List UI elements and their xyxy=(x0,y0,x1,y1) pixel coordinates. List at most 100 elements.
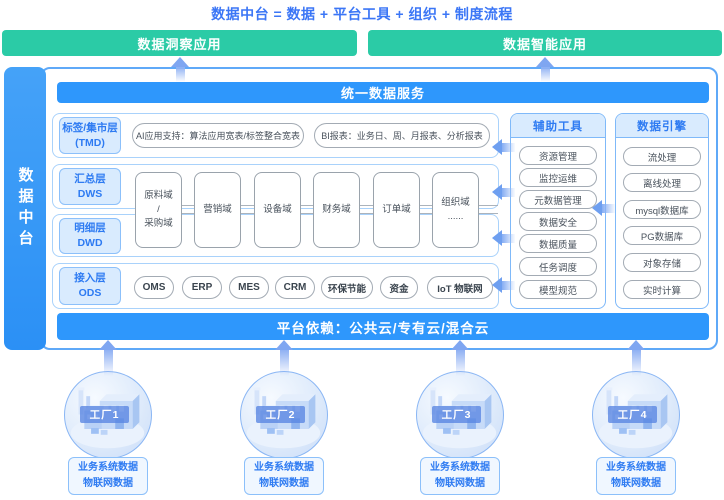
sidebar-data-middle-platform: 数据中台 xyxy=(4,67,46,350)
arrow-tail xyxy=(602,203,615,213)
pill-oms: OMS xyxy=(134,276,174,299)
engine-pill-object-storage: 对象存储 xyxy=(623,253,701,272)
domain-connector-line xyxy=(301,205,314,206)
arrow-up-icon xyxy=(273,340,295,376)
pill-iot: IoT 物联网 xyxy=(427,276,493,299)
arrow-tail xyxy=(502,233,515,243)
arrow-head xyxy=(592,200,602,216)
aux-pill-metadata-mgmt: 元数据管理 xyxy=(519,190,597,209)
arrow-left-icon xyxy=(492,230,515,246)
caption-line: 物联网数据 xyxy=(435,478,485,489)
domain-connector-line xyxy=(360,213,374,214)
domain-box-marketing: 营销域 xyxy=(194,172,241,248)
platform-container: 统一数据服务 标签/集市层 (TMD) AI应用支持：算法应用宽表/标签整合宽表… xyxy=(40,67,718,350)
arrow-head xyxy=(451,340,469,350)
arrow-up-icon xyxy=(449,340,471,376)
banner-data-intelligence-app: 数据智能应用 xyxy=(368,30,722,56)
domain-line: / xyxy=(157,204,160,216)
domain-box-organization: 组织域 ...... xyxy=(432,172,479,248)
aux-pill-resource-mgmt: 资源管理 xyxy=(519,146,597,165)
layer-label-line: (TMD) xyxy=(75,136,105,149)
domain-connector-line xyxy=(479,205,498,206)
arrow-left-icon xyxy=(492,139,515,155)
arrow-head xyxy=(627,340,645,350)
domain-connector-line xyxy=(182,205,195,206)
layer-label-line: 汇总层 xyxy=(74,172,106,185)
layer-label-line: DWS xyxy=(77,187,103,200)
arrow-head xyxy=(492,139,502,155)
data-engine-panel: 数据引擎 流处理 离线处理 mysql数据库 PG数据库 对象存储 实时计算 xyxy=(615,113,709,309)
engine-pill-mysql-db: mysql数据库 xyxy=(623,200,701,219)
arrow-head xyxy=(492,230,502,246)
layer-label-line: 标签/集市层 xyxy=(62,121,118,134)
domain-line: 财务域 xyxy=(322,204,351,216)
unified-data-service-bar: 统一数据服务 xyxy=(57,82,709,103)
factory-label: 工厂1 xyxy=(79,406,130,423)
aux-pill-data-security: 数据安全 xyxy=(519,212,597,231)
domain-connector-line xyxy=(182,213,195,214)
pill-crm: CRM xyxy=(275,276,315,299)
caption-line: 业务系统数据 xyxy=(78,462,138,473)
pill-mes: MES xyxy=(229,276,269,299)
pill-ai-application-support: AI应用支持：算法应用宽表/标签整合宽表 xyxy=(132,123,304,148)
factory-caption-1: 业务系统数据 物联网数据 xyxy=(68,457,148,495)
pill-environmental-energy: 环保节能 xyxy=(321,276,373,299)
data-engine-header: 数据引擎 xyxy=(616,114,708,138)
domain-box-raw-material: 原料域 / 采购域 xyxy=(135,172,182,248)
arrow-left-icon xyxy=(492,184,515,200)
caption-line: 业务系统数据 xyxy=(430,462,490,473)
arrow-left-icon xyxy=(592,200,615,216)
arrow-tail xyxy=(279,350,289,376)
domain-line: 原料域 xyxy=(144,190,173,202)
banner-data-insight-app: 数据洞察应用 xyxy=(2,30,357,56)
domain-line: 营销域 xyxy=(203,204,232,216)
domain-connector-line xyxy=(420,213,433,214)
arrow-tail xyxy=(502,187,515,197)
caption-line: 物联网数据 xyxy=(83,478,133,489)
arrow-up-icon xyxy=(534,57,556,82)
domain-connector-line xyxy=(241,205,255,206)
engine-pill-realtime-compute: 实时计算 xyxy=(623,280,701,299)
domain-line: 采购域 xyxy=(144,217,173,229)
layer-label-line: DWD xyxy=(77,237,103,249)
domain-line: 订单域 xyxy=(382,204,411,216)
factory-caption-2: 业务系统数据 物联网数据 xyxy=(244,457,324,495)
platform-dependency-bar: 平台依赖：公共云/专有云/混合云 xyxy=(57,313,709,340)
domain-box-order: 订单域 xyxy=(373,172,420,248)
domain-connector-line xyxy=(241,213,255,214)
domain-box-equipment: 设备域 xyxy=(254,172,301,248)
page-title: 数据中台 = 数据 + 平台工具 + 组织 + 制度流程 xyxy=(211,6,513,22)
engine-pill-pg-db: PG数据库 xyxy=(623,226,701,245)
caption-line: 业务系统数据 xyxy=(254,462,314,473)
arrow-head xyxy=(99,340,117,350)
engine-pill-offline-processing: 离线处理 xyxy=(623,173,701,192)
aux-pill-monitoring-ops: 监控运维 xyxy=(519,168,597,187)
domain-line: 组织域 xyxy=(441,197,470,209)
caption-line: 物联网数据 xyxy=(611,478,661,489)
layer-label-line: 明细层 xyxy=(74,222,106,235)
factory-label: 工厂3 xyxy=(431,406,482,423)
layer-label-ods: 接入层 ODS xyxy=(59,267,121,305)
arrow-tail xyxy=(103,350,113,376)
arrow-up-icon xyxy=(625,340,647,376)
domain-connector-line xyxy=(420,205,433,206)
aux-pill-model-spec: 模型规范 xyxy=(519,280,597,299)
pill-bi-report: BI报表：业务日、周、月报表、分析报表 xyxy=(314,123,490,148)
arrow-tail xyxy=(455,350,465,376)
domain-line: 设备域 xyxy=(263,204,292,216)
domain-connector-line xyxy=(360,205,374,206)
caption-line: 业务系统数据 xyxy=(606,462,666,473)
domain-connector-line xyxy=(479,213,498,214)
arrow-tail xyxy=(502,280,515,290)
domain-line: ...... xyxy=(447,211,464,222)
layer-label-line: ODS xyxy=(78,287,102,299)
layer-label-dwd: 明细层 DWD xyxy=(59,218,121,254)
factory-circle-1: 工厂1 xyxy=(64,371,152,459)
engine-pill-stream-processing: 流处理 xyxy=(623,147,701,166)
arrow-tail xyxy=(540,67,550,82)
aux-pill-data-quality: 数据质量 xyxy=(519,234,597,253)
arrow-head xyxy=(492,184,502,200)
domain-connector-line xyxy=(301,213,314,214)
factory-caption-3: 业务系统数据 物联网数据 xyxy=(420,457,500,495)
